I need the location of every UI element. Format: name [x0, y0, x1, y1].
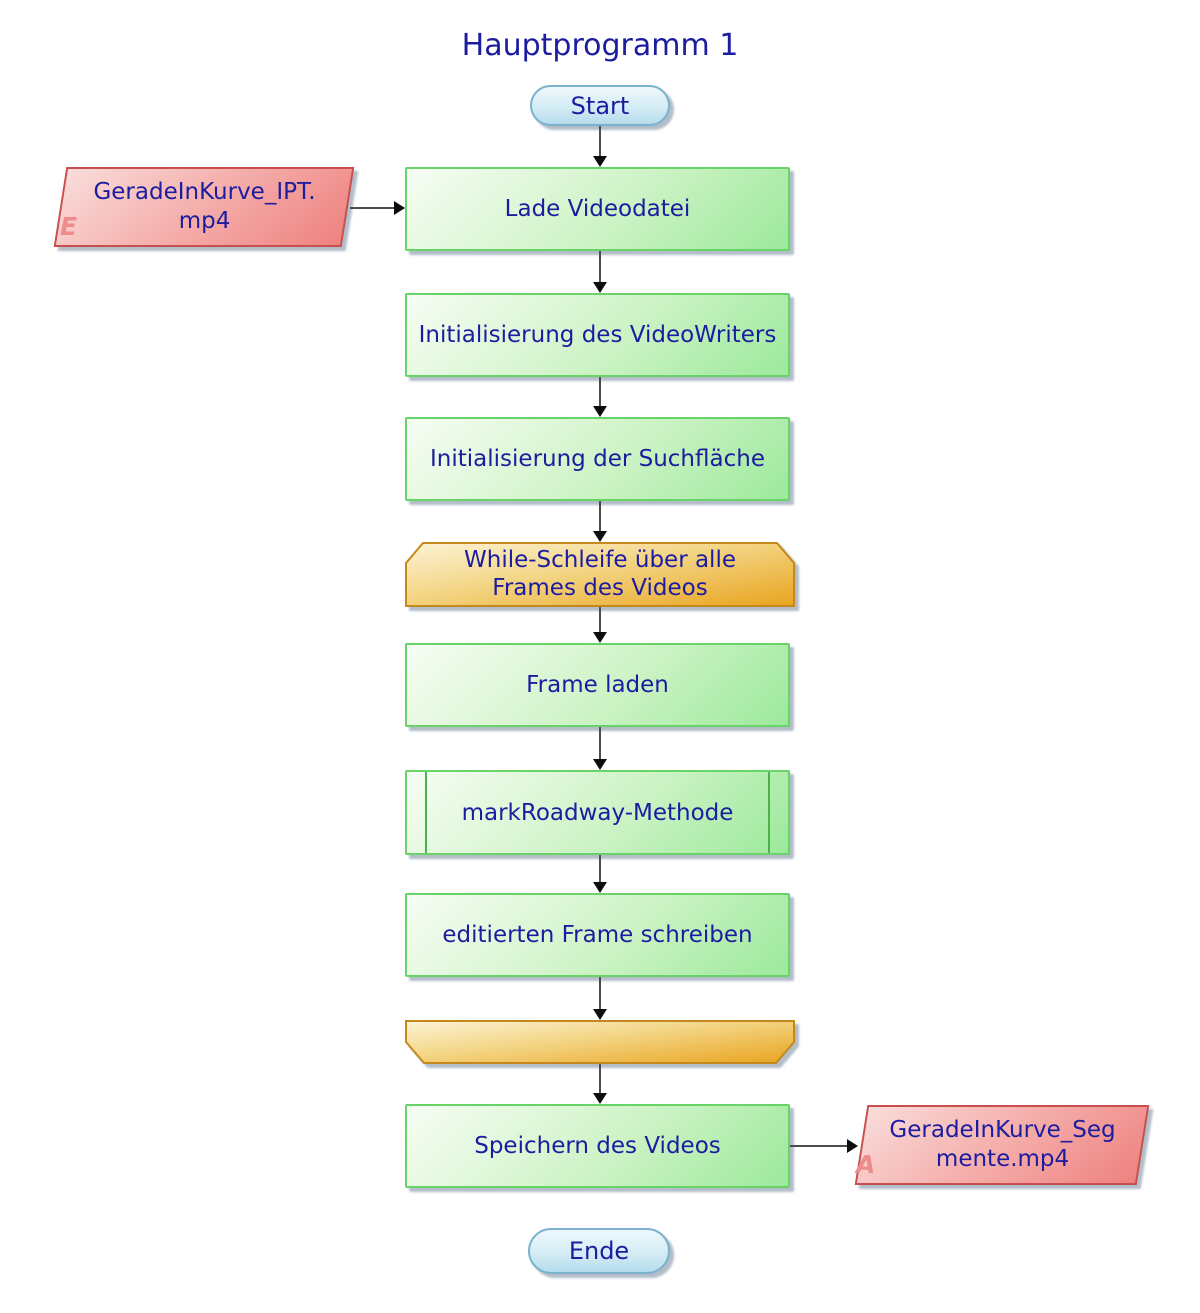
connector-while-to-loadframe: [593, 607, 607, 643]
subroutine-right-bar: [768, 772, 770, 853]
loop-start-while: While-Schleife über alle Frames des Vide…: [405, 542, 795, 607]
process-load-video: Lade Videodatei: [405, 167, 790, 251]
subroutine-left-bar: [425, 772, 427, 853]
connector-writeframe-to-loopend: [593, 977, 607, 1020]
process-write-frame-label: editierten Frame schreiben: [442, 922, 753, 948]
connector-start-to-load: [593, 126, 607, 167]
io-output-tag: A: [856, 1150, 876, 1179]
connector-markroadway-to-writeframe: [593, 855, 607, 893]
connector-load-to-initvw: [593, 251, 607, 293]
subroutine-mark-roadway: markRoadway-Methode: [405, 770, 790, 855]
start-label: Start: [570, 91, 630, 120]
connector-input-to-load: [350, 201, 405, 215]
connector-save-to-output: [790, 1139, 858, 1153]
io-output-label: GeradeInKurve_Segmente.mp4: [888, 1117, 1116, 1172]
process-init-videowriter-label: Initialisierung des VideoWriters: [418, 322, 777, 348]
process-write-frame: editierten Frame schreiben: [405, 893, 790, 977]
end-label: Ende: [568, 1237, 630, 1265]
io-input-tag: E: [60, 212, 78, 241]
process-init-search-area-label: Initialisierung der Suchfläche: [430, 446, 765, 472]
connector-initsearch-to-while: [593, 501, 607, 542]
end-terminator: Ende: [528, 1228, 670, 1274]
process-save-video: Speichern des Videos: [405, 1104, 790, 1188]
process-init-search-area: Initialisierung der Suchfläche: [405, 417, 790, 501]
connector-loopend-to-save: [593, 1064, 607, 1104]
io-input-label: GeradeInKurve_IPT.mp4: [92, 179, 316, 234]
connector-loadframe-to-markroadway: [593, 727, 607, 770]
process-init-videowriter: Initialisierung des VideoWriters: [405, 293, 790, 377]
process-load-video-label: Lade Videodatei: [504, 196, 691, 222]
process-load-frame: Frame laden: [405, 643, 790, 727]
io-input-parallelogram: GeradeInKurve_IPT.mp4: [53, 167, 355, 247]
loop-end: [405, 1020, 795, 1064]
loop-start-shape: [405, 542, 795, 607]
diagram-title: Hauptprogramm 1: [461, 28, 739, 63]
io-output-parallelogram: GeradeInKurve_Segmente.mp4: [854, 1105, 1150, 1185]
loop-end-shape: [405, 1020, 795, 1064]
connector-initvw-to-initsearch: [593, 377, 607, 417]
subroutine-mark-roadway-label: markRoadway-Methode: [461, 799, 734, 826]
start-terminator: Start: [530, 85, 670, 126]
loop-start-label: While-Schleife über alle Frames des Vide…: [464, 547, 736, 601]
process-save-video-label: Speichern des Videos: [474, 1133, 721, 1159]
process-load-frame-label: Frame laden: [526, 672, 669, 698]
